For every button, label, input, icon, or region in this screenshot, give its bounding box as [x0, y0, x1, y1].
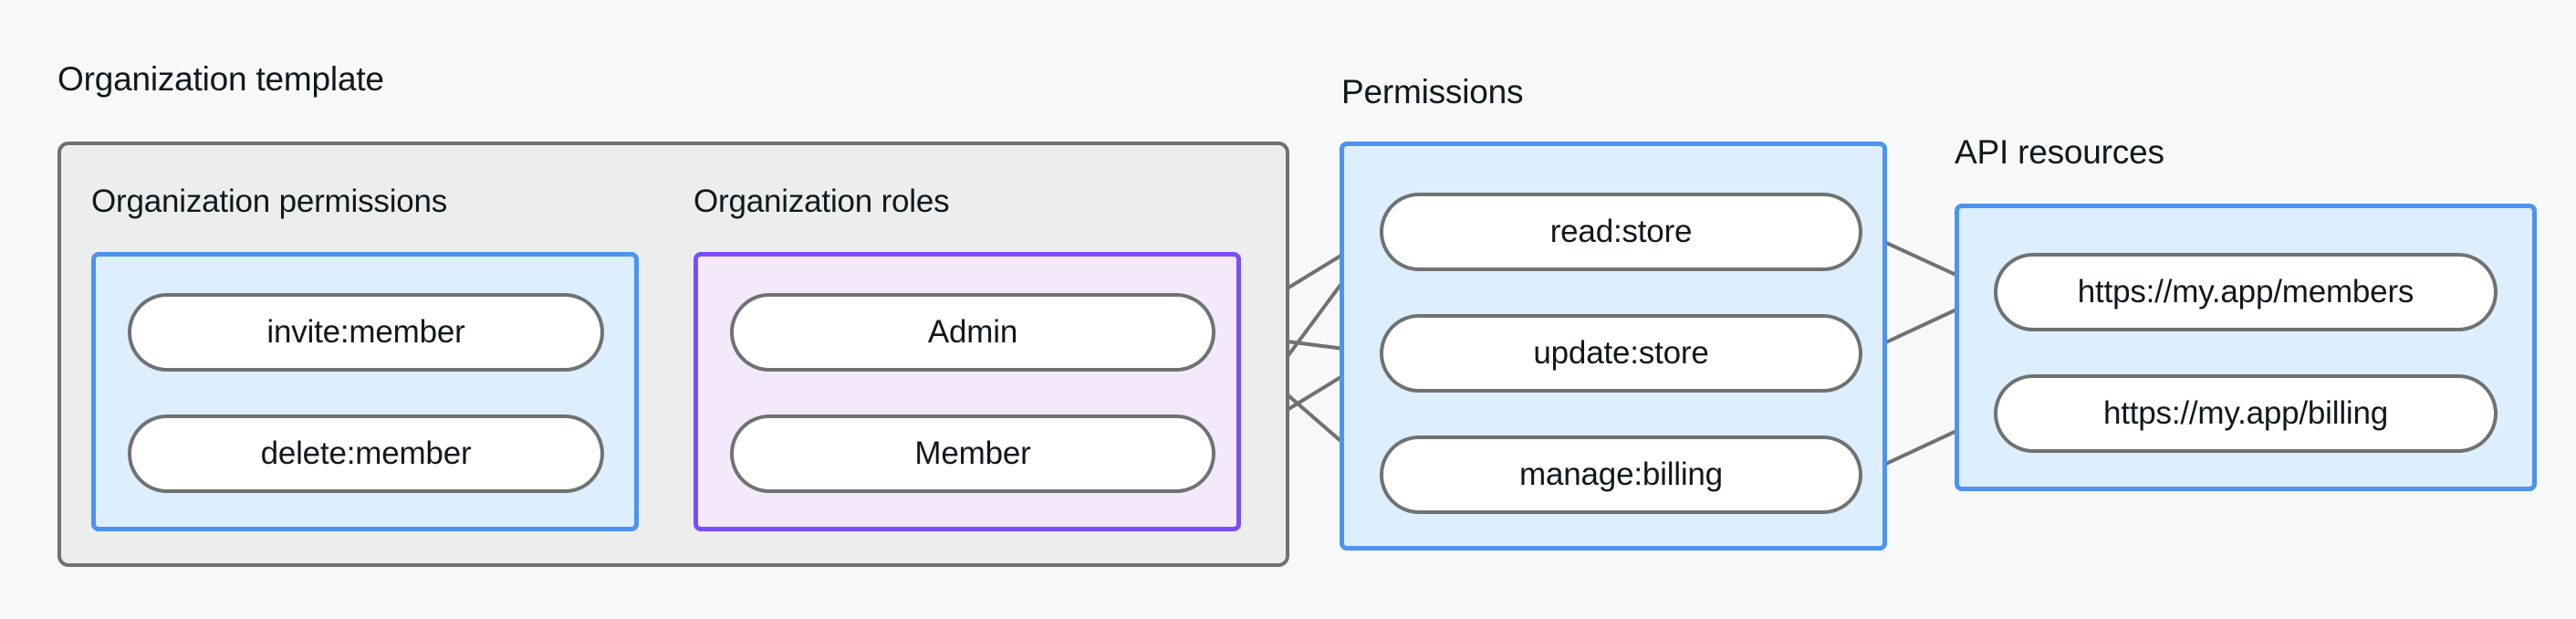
node-manage-billing[interactable]: manage:billing	[1380, 435, 1862, 514]
api-resources-caption: API resources	[1955, 133, 2164, 171]
node-members-url-label: https://my.app/members	[2077, 274, 2414, 310]
node-manage-billing-label: manage:billing	[1519, 456, 1723, 492]
node-read-store[interactable]: read:store	[1380, 193, 1862, 271]
node-billing-url[interactable]: https://my.app/billing	[1994, 374, 2498, 453]
node-update-store[interactable]: update:store	[1380, 314, 1862, 393]
node-delete-member-label: delete:member	[260, 435, 472, 471]
node-admin-label: Admin	[927, 314, 1018, 350]
organization-permissions-caption: Organization permissions	[91, 184, 448, 219]
node-admin[interactable]: Admin	[730, 293, 1215, 372]
node-billing-url-label: https://my.app/billing	[2102, 395, 2389, 431]
node-invite-member[interactable]: invite:member	[128, 293, 604, 372]
node-delete-member[interactable]: delete:member	[128, 414, 604, 493]
node-member[interactable]: Member	[730, 414, 1215, 493]
node-members-url[interactable]: https://my.app/members	[1994, 253, 2498, 331]
node-read-store-label: read:store	[1549, 214, 1693, 249]
node-update-store-label: update:store	[1533, 335, 1709, 371]
node-invite-member-label: invite:member	[266, 314, 465, 350]
node-member-label: Member	[914, 435, 1031, 471]
permissions-caption: Permissions	[1341, 73, 1524, 110]
organization-roles-caption: Organization roles	[694, 184, 950, 219]
organization-template-caption: Organization template	[57, 60, 384, 98]
